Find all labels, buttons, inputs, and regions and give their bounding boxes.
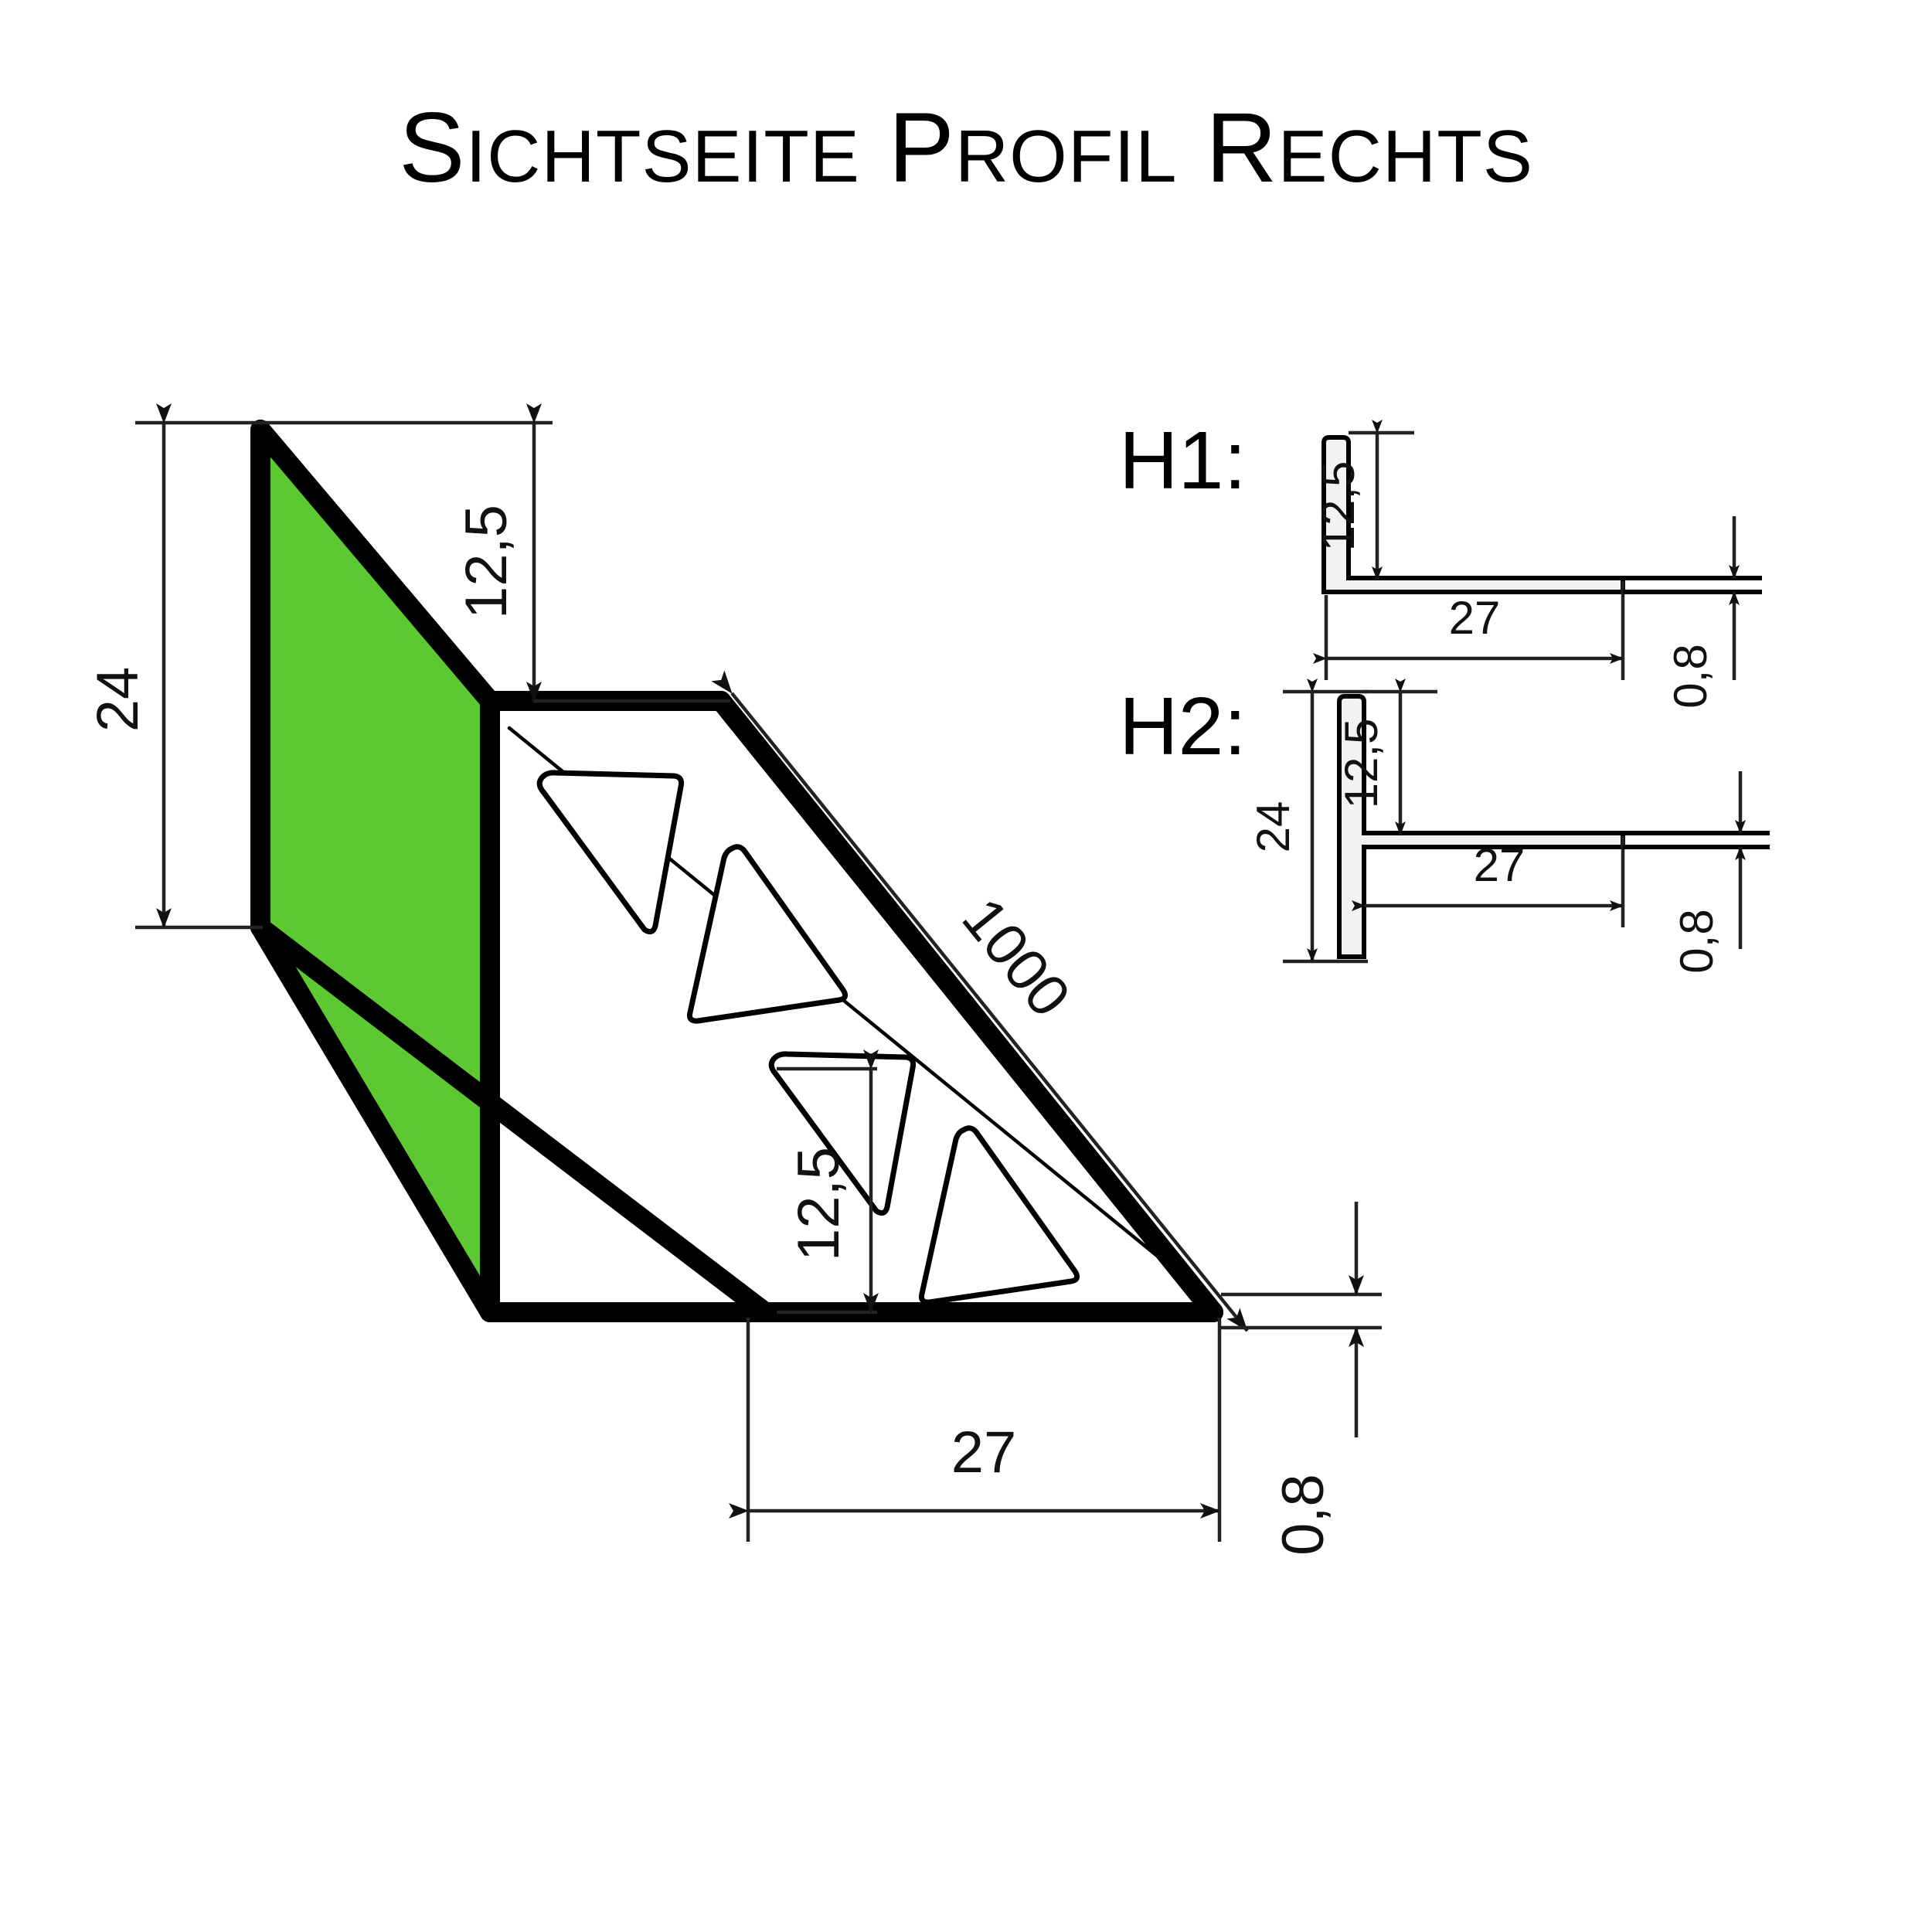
title-w1-rest: ICHTSEITE	[465, 115, 860, 198]
h2-dim-label-27: 27	[1474, 839, 1526, 891]
dim-label-08: 0,8	[1270, 1474, 1336, 1556]
visible-face-green	[260, 430, 490, 1312]
h2-dim-label-125: 12,5	[1335, 719, 1387, 809]
dimension-leg-125-top: 12,5	[454, 403, 730, 703]
title-word-1: SICHTSEITE	[399, 99, 860, 198]
visible-face-diagonal-edge	[250, 420, 500, 711]
dim-label-24: 24	[85, 667, 151, 733]
h2-dim-label-24: 24	[1247, 801, 1299, 853]
cutout-triangle-1	[536, 770, 685, 935]
h1-dim-label-125: 12,5	[1312, 461, 1364, 552]
title-word-3: RECHTS	[1206, 99, 1533, 198]
detail-h2-label: H2:	[1119, 681, 1247, 772]
h1-dim-label-27: 27	[1449, 592, 1501, 644]
detail-h1: H1: 12,5 27 0,8	[1119, 415, 1762, 709]
cutout-triangle-2	[687, 844, 849, 1024]
dim-label-125-top: 12,5	[454, 505, 519, 619]
dimension-height-24: 24	[85, 403, 553, 930]
dim-label-125-lower: 12,5	[786, 1147, 852, 1261]
page-title: SICHTSEITE PROFIL RECHTS	[0, 99, 1932, 198]
title-w2-rest: ROFIL	[954, 115, 1178, 198]
main-view-geometry	[250, 420, 1223, 1322]
title-w3-cap: R	[1206, 93, 1278, 203]
title-word-2: PROFIL	[888, 99, 1177, 198]
dimension-width-27: 27	[729, 1318, 1222, 1542]
title-w2-cap: P	[888, 93, 955, 203]
detail-h2: H2: 24 12,5 27 0,8	[1119, 679, 1770, 974]
dim-label-27: 27	[951, 1420, 1017, 1485]
dim-line-1000	[711, 670, 1249, 1332]
h2-dim-label-08: 0,8	[1671, 909, 1723, 973]
lower-left-slant-edge	[250, 917, 500, 1322]
cutout-triangle-4	[919, 1125, 1080, 1305]
title-w1-cap: S	[399, 93, 466, 203]
title-w3-rest: ECHTS	[1277, 115, 1533, 198]
dimension-thickness-08: 0,8	[1221, 1202, 1382, 1556]
h1-dim-label-08: 0,8	[1665, 644, 1716, 708]
detail-h1-label: H1:	[1119, 415, 1247, 506]
h1-profile-outline	[1321, 435, 1625, 594]
